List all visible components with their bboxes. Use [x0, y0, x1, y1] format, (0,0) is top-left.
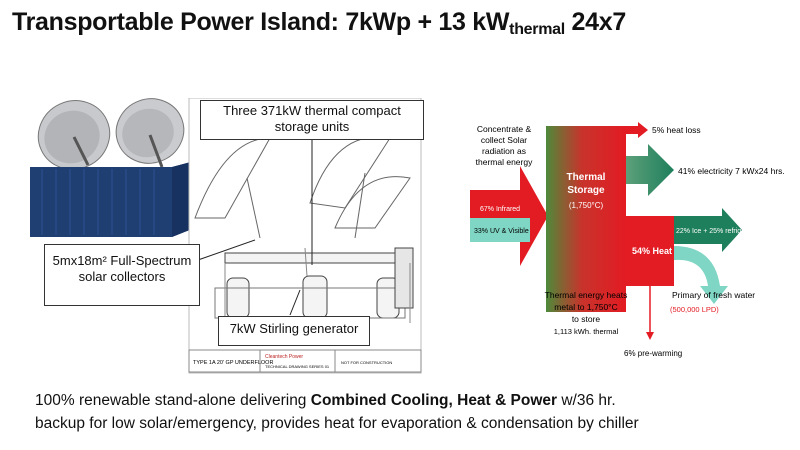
flow-input-3: radiation as — [482, 146, 526, 156]
flow-storage-2: Storage — [567, 185, 605, 196]
titleblock-type: TYPE 1A 20' GP UNDERFLOOR — [193, 360, 273, 366]
titleblock-sheet: TECHNICAL DRAWING SERIES 01 — [265, 364, 330, 369]
flow-infrared: 67% Infrared — [480, 206, 520, 213]
flow-heats-4: 1,113 kWh. thermal — [554, 327, 619, 336]
flow-input-1: Concentrate & — [477, 124, 532, 134]
callout-storage-units: Three 371kW thermal compact storage unit… — [200, 100, 424, 140]
container-photo — [22, 95, 207, 245]
titleblock-company: Cleantech Power — [265, 354, 303, 360]
callout-stirling: 7kW Stirling generator — [218, 316, 370, 346]
slide-title: Transportable Power Island: 7kWp + 13 kW… — [12, 8, 626, 39]
bottom-caption: 100% renewable stand-alone delivering Co… — [35, 389, 639, 435]
flow-water-1: Primary of fresh water — [672, 290, 755, 300]
flow-ice: 22% Ice + 25% refrig. — [676, 228, 743, 235]
flow-storage-temp: (1,750°C) — [569, 201, 604, 210]
dish-right-image — [107, 95, 193, 173]
flow-heats-3: to store — [572, 314, 601, 324]
energy-flow-diagram: Concentrate & collect Solar radiation as… — [452, 118, 792, 368]
flow-uv: 33% UV & Visible — [474, 228, 529, 235]
flow-input-4: thermal energy — [476, 157, 533, 167]
flow-electricity: 41% electricity 7 kWx24 hrs. — [678, 166, 785, 176]
flow-heat-loss: 5% heat loss — [652, 125, 701, 135]
flow-prewarming: 6% pre-warming — [624, 349, 682, 358]
flow-heats-1: Thermal energy heats — [545, 290, 628, 300]
flow-storage-1: Thermal — [567, 172, 606, 183]
flow-heats-2: metal to 1,750°C — [554, 302, 617, 312]
flow-input-2: collect Solar — [481, 135, 527, 145]
titleblock-note: NOT FOR CONSTRUCTION — [341, 360, 392, 365]
flow-heat: 54% Heat — [632, 246, 672, 256]
flow-water-2: (500,000 LPD) — [670, 305, 719, 314]
